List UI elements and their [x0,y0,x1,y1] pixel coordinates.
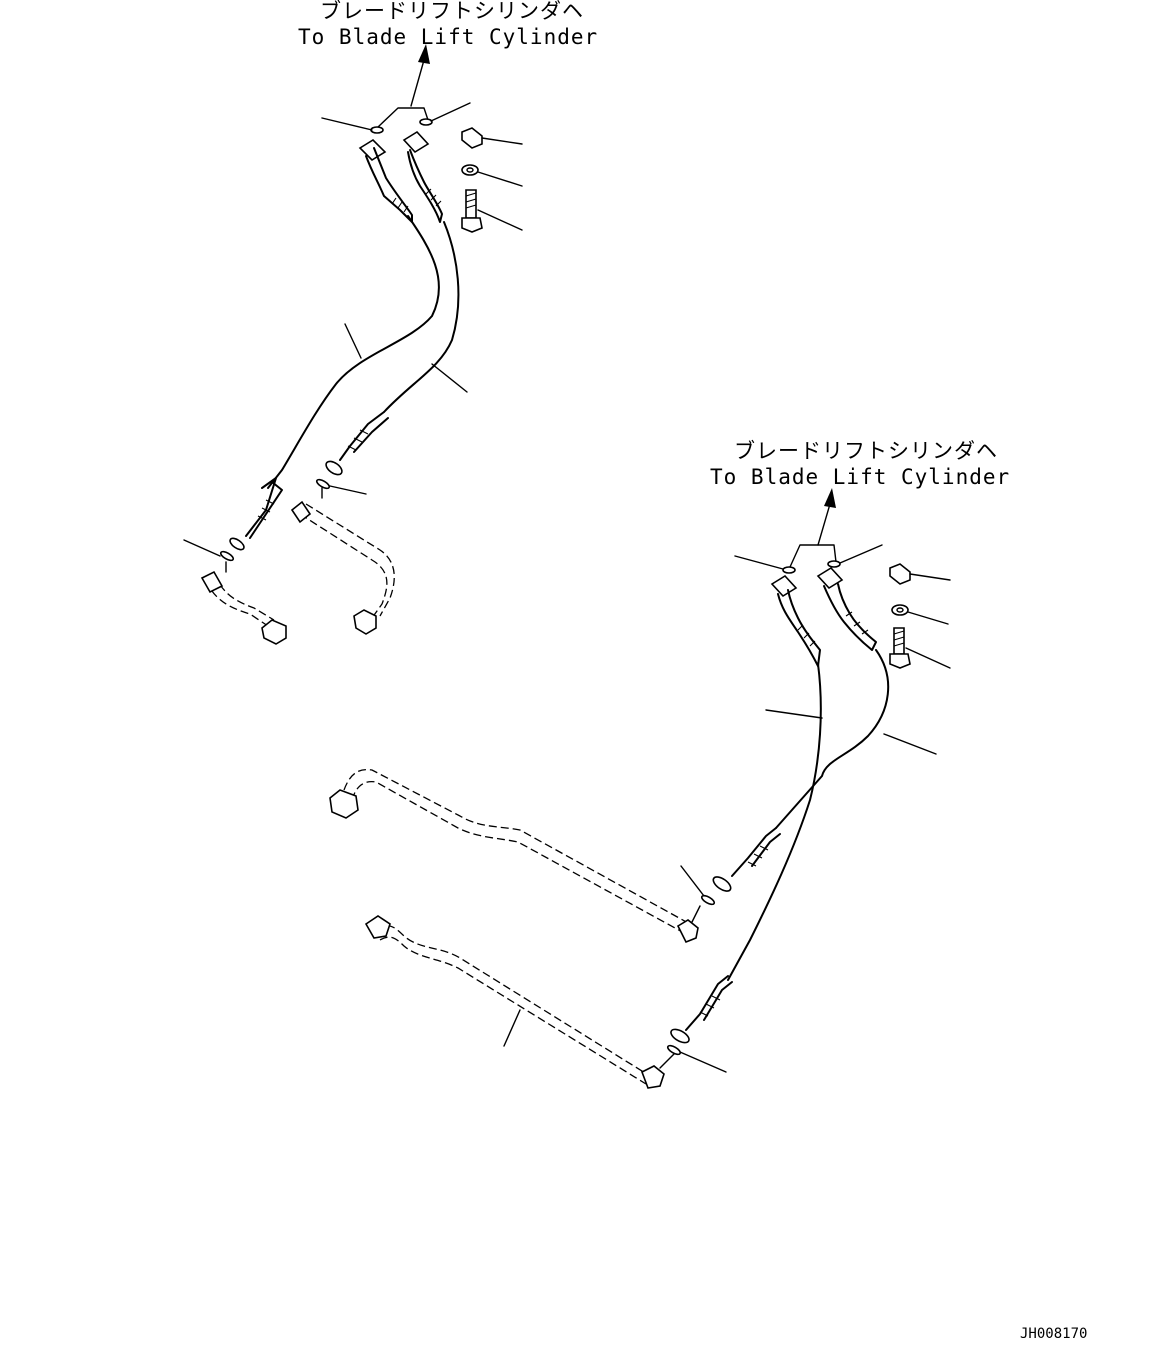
lower-bolt [889,627,911,669]
lower-oring-right [827,560,841,568]
lower-washer [891,604,909,616]
lower-direction-arrow [789,488,837,568]
upper-hose-a-bottom-fitting [183,477,283,562]
upper-label-en: To Blade Lift Cylinder [298,25,598,49]
lower-pipe-short [364,915,675,1089]
upper-hose-group: ブレードリフトシリンダヘ To Blade Lift Cylinder [183,0,598,645]
lower-clamp-block [889,563,911,585]
lower-hose-group: ブレードリフトシリンダヘ To Blade Lift Cylinder [329,439,1010,1089]
upper-hose-right-top-fitting [402,130,443,223]
upper-pipe-left [200,561,287,645]
lower-oring-left [782,566,796,574]
upper-pipe-right [290,487,395,635]
lower-hose-a-bottom-fitting [666,975,733,1073]
upper-hose-left-top-fitting [358,138,413,223]
upper-oring-bottom-left [219,550,235,562]
lower-label-en: To Blade Lift Cylinder [710,465,1010,489]
upper-label-ja: ブレードリフトシリンダヘ [320,0,584,23]
lower-hose-b [775,649,890,829]
upper-hose-b [383,221,460,413]
upper-washer [461,164,479,176]
upper-oring-bottom-right [315,478,331,490]
upper-direction-arrow [377,44,430,128]
lower-hose-a [727,663,822,981]
upper-oring-right [419,118,433,126]
lower-hose-b-bottom-fitting [680,827,781,906]
upper-bolt-kit [461,127,523,233]
lower-oring-bottom [666,1044,682,1056]
upper-hose-a [267,215,440,489]
lower-hose-left-top-fitting [770,574,821,667]
upper-oring-left [370,126,384,134]
lower-pipe-long [329,768,701,944]
upper-hose-b-bottom-fitting [315,411,389,495]
lower-hose-right-top-fitting [816,566,877,651]
drawing-id: JH008170 [1020,1326,1087,1342]
lower-oring-mid [700,894,716,906]
upper-bolt [461,189,483,233]
upper-clamp-block [461,127,483,149]
lower-label-ja: ブレードリフトシリンダヘ [734,439,998,463]
lower-bolt-kit [889,563,951,669]
